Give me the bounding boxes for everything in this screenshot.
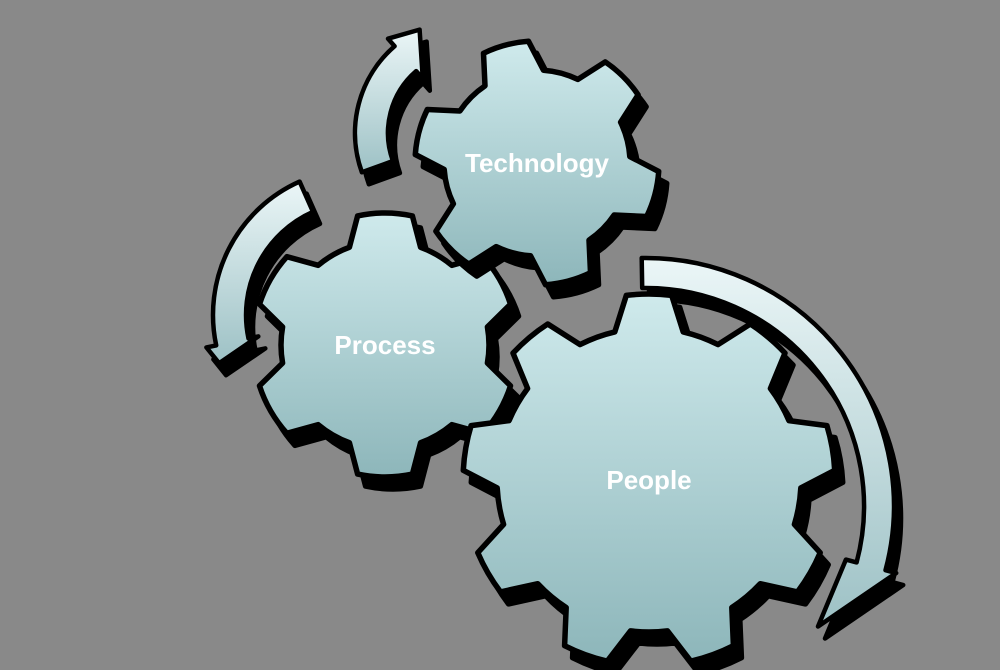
gears-layer bbox=[256, 38, 846, 670]
gear-body bbox=[412, 38, 662, 288]
curved-arrow-around-people-icon bbox=[639, 255, 906, 641]
arrow-body bbox=[639, 255, 899, 629]
curved-arrow-to-technology-icon bbox=[352, 27, 433, 187]
gear-body bbox=[256, 210, 514, 480]
gear-process bbox=[256, 210, 522, 492]
curved-arrow-to-process-icon bbox=[204, 179, 323, 378]
gear-label-process: Process bbox=[334, 330, 435, 360]
gear-label-technology: Technology bbox=[465, 148, 610, 178]
gear-people bbox=[460, 291, 846, 670]
gear-technology bbox=[412, 38, 670, 300]
arrow-body bbox=[204, 179, 316, 366]
arrows-layer bbox=[204, 27, 906, 641]
gear-body bbox=[460, 291, 838, 664]
gear-label-people: People bbox=[606, 465, 691, 495]
arrow-body bbox=[352, 27, 426, 175]
